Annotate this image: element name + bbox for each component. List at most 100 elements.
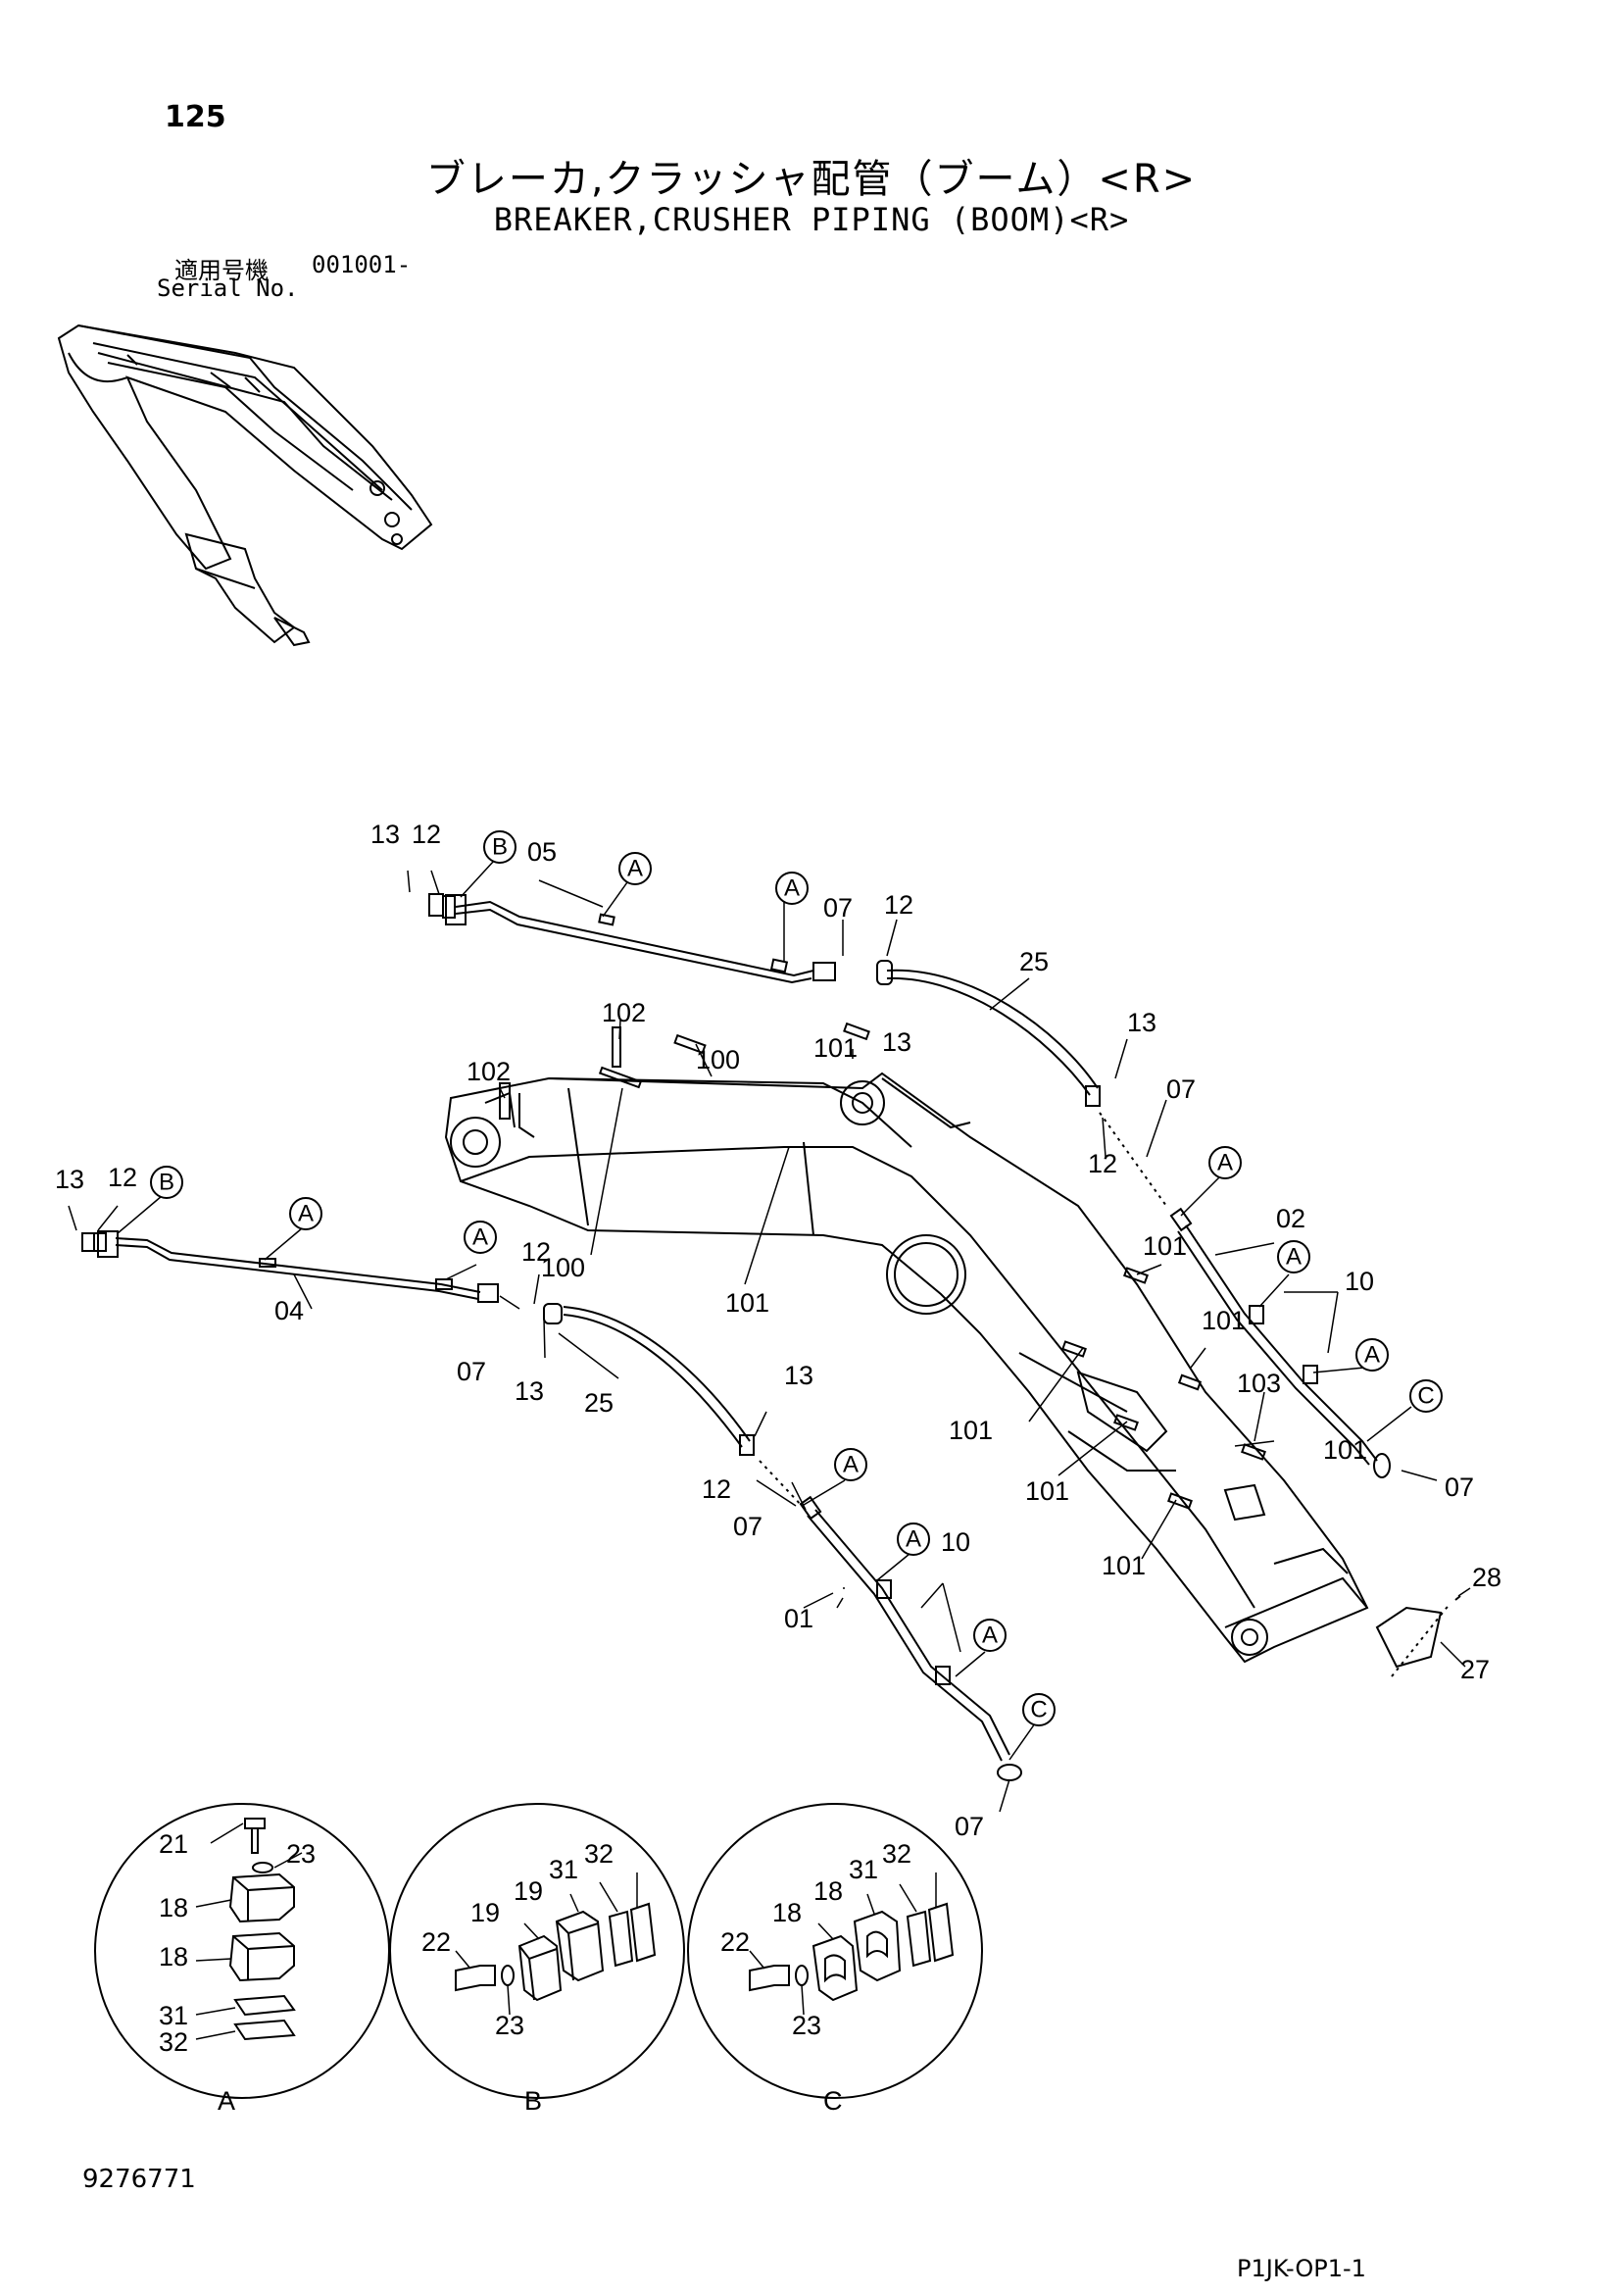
callout-label: 101	[1202, 1306, 1246, 1335]
callout-label: 25	[584, 1388, 614, 1418]
callout-label: 102	[602, 998, 646, 1027]
callout-label: 07	[955, 1812, 984, 1841]
callout-label: 27	[1460, 1655, 1490, 1684]
callout-label: 02	[1276, 1204, 1305, 1233]
detail-part-label: 23	[495, 2011, 524, 2040]
serial-label-japanese: 適用号機	[174, 257, 269, 284]
callout-label: 07	[1445, 1472, 1474, 1502]
callout-label: 101	[949, 1416, 993, 1445]
detail-part-label: 18	[159, 1942, 188, 1972]
detail-part-label: 31	[549, 1855, 578, 1884]
callout-label: 12	[1088, 1149, 1117, 1178]
callout-label: A	[784, 875, 800, 902]
callout-label: 04	[274, 1296, 304, 1325]
callout-label: 01	[784, 1604, 813, 1633]
callout-label: B	[492, 834, 508, 861]
detail-part-label: 18	[772, 1898, 802, 1927]
callout-label: A	[1364, 1342, 1380, 1369]
upper-pipe-callouts: 13 12 B 05 A A 07 12 13 25 13 07 12 A 02…	[370, 820, 1474, 1502]
callout-label: 12	[702, 1474, 731, 1504]
overview-thumbnail	[57, 324, 433, 647]
detail-c: 32 31 18 18 22 23 C	[687, 1803, 983, 2116]
callout-circle	[775, 872, 809, 905]
callout-label: 101	[1102, 1551, 1146, 1580]
callout-label: 10	[1345, 1267, 1374, 1296]
callout-circle	[618, 852, 652, 885]
callout-circle	[834, 1448, 867, 1481]
callout-label: 07	[733, 1512, 762, 1541]
callout-label: 05	[527, 837, 557, 867]
lower-pipe-callouts: 13 12 B A 04 A 07 12 13 25 13 12 07 A A …	[55, 1163, 1048, 1841]
detail-id-label: A	[218, 2086, 235, 2116]
callout-label: 101	[813, 1033, 858, 1063]
callout-label: 101	[1143, 1231, 1187, 1261]
callout-label: 103	[1237, 1369, 1281, 1398]
detail-part-label: 31	[159, 2001, 188, 2030]
callout-label: 13	[784, 1361, 813, 1390]
title-japanese: ブレーカ,クラッシャ配管（ブーム）<R>	[425, 157, 1198, 202]
callout-circle	[150, 1166, 183, 1199]
detail-part-label: 18	[813, 1876, 843, 1906]
serial-value: 001001-	[312, 251, 412, 278]
callout-label: 101	[1323, 1435, 1367, 1465]
callout-circle	[1409, 1379, 1443, 1413]
detail-part-label: 22	[421, 1927, 451, 1957]
page-code: P1JK-OP1-1	[1237, 2255, 1366, 2282]
callout-label: A	[472, 1224, 488, 1251]
callout-label: 07	[457, 1357, 486, 1386]
boom-clamps	[499, 1022, 1461, 1677]
title-english: BREAKER,CRUSHER PIPING (BOOM)<R>	[493, 201, 1130, 238]
upper-pipe-route	[428, 893, 1391, 1478]
callout-label: 101	[725, 1288, 769, 1318]
callout-circle	[1022, 1693, 1056, 1726]
callout-label: 13	[55, 1165, 84, 1194]
callout-label: C	[1417, 1383, 1434, 1410]
callout-label: 07	[823, 893, 853, 923]
callout-label: 12	[521, 1237, 551, 1267]
detail-part-label: 22	[720, 1927, 750, 1957]
callout-label: C	[1030, 1697, 1047, 1723]
detail-part-label: 31	[849, 1855, 878, 1884]
callout-circle	[1277, 1240, 1310, 1273]
callout-circle	[1208, 1146, 1242, 1179]
callout-label: 13	[882, 1027, 911, 1057]
boom-structure	[444, 1072, 1369, 1664]
callout-label: A	[843, 1452, 859, 1478]
callout-label: A	[906, 1526, 921, 1553]
callout-label: 12	[108, 1163, 137, 1192]
callout-label: A	[1217, 1150, 1233, 1176]
callout-label: A	[982, 1622, 998, 1649]
callout-label: B	[159, 1170, 174, 1196]
callout-label: 13	[515, 1376, 544, 1406]
serial-label-english: Serial No.	[157, 275, 299, 302]
callout-label: 12	[884, 890, 913, 920]
callout-label: A	[1286, 1244, 1302, 1271]
detail-part-label: 23	[286, 1839, 316, 1869]
lower-pipe-route	[81, 1230, 1022, 1781]
callout-label: 13	[370, 820, 400, 849]
detail-id-label: C	[823, 2086, 843, 2116]
leader-lines	[68, 860, 1471, 1813]
document-number: 9276771	[82, 2165, 196, 2194]
callout-label: 12	[412, 820, 441, 849]
detail-part-label: 32	[584, 1839, 614, 1869]
callout-circle	[1355, 1338, 1389, 1372]
callout-label: 25	[1019, 947, 1049, 976]
callout-label: A	[298, 1201, 314, 1227]
callout-circle	[464, 1221, 497, 1254]
detail-part-label: 32	[882, 1839, 911, 1869]
callout-label: 100	[696, 1045, 740, 1074]
detail-id-label: B	[524, 2086, 542, 2116]
detail-part-label: 32	[159, 2027, 188, 2057]
callout-label: 102	[467, 1057, 511, 1086]
detail-part-label: 19	[514, 1876, 543, 1906]
detail-a: 21 23 18 18 31 32 A	[94, 1803, 390, 2116]
callout-circle	[973, 1619, 1007, 1652]
callout-label: 07	[1166, 1074, 1196, 1104]
callout-circle	[289, 1197, 322, 1230]
callout-circle	[483, 830, 516, 864]
callout-label: A	[627, 856, 643, 882]
callout-circles	[150, 830, 1443, 1726]
detail-b: 32 31 19 19 22 23 B	[389, 1803, 685, 2116]
